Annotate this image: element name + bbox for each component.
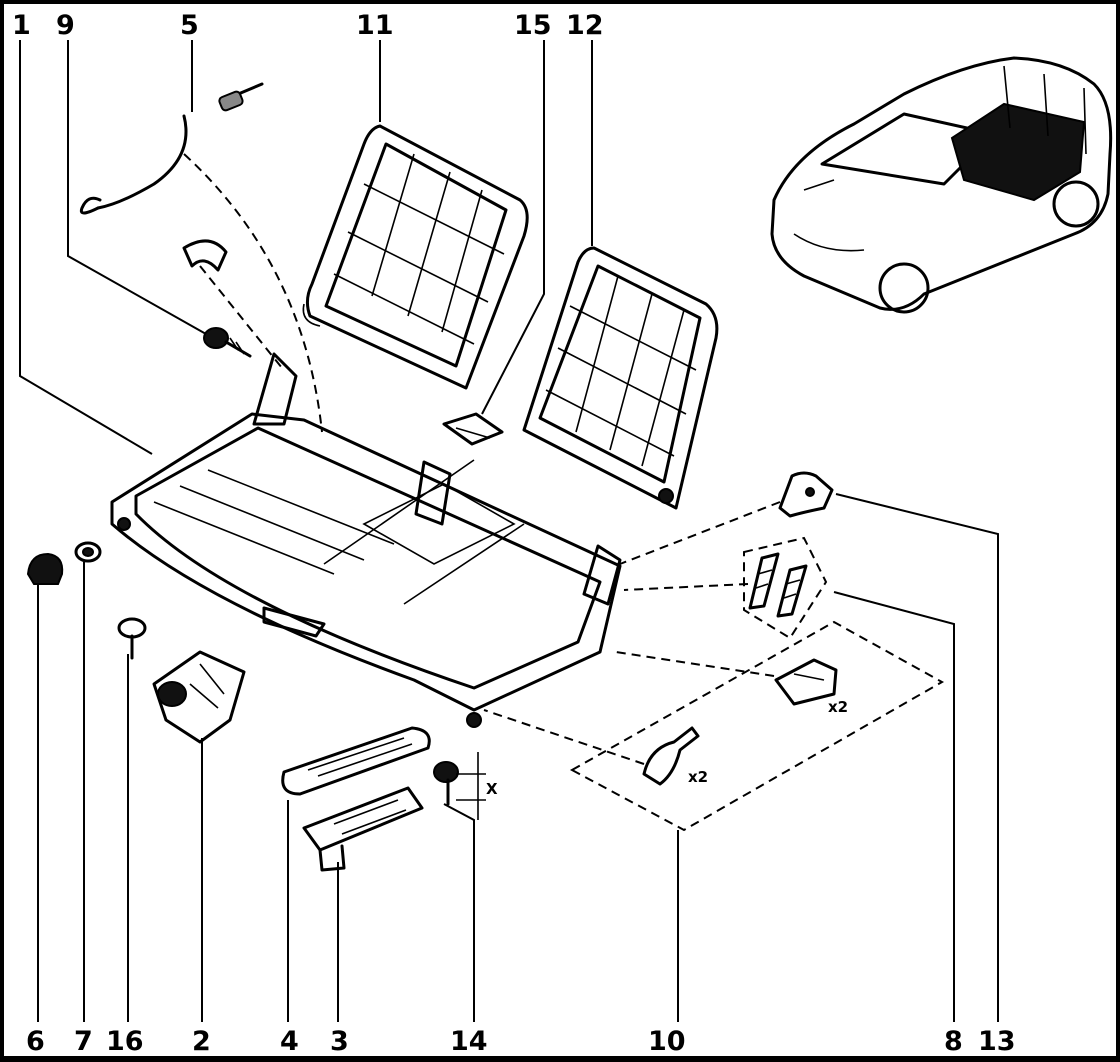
part-4-handle-cover <box>281 726 431 796</box>
callout-5: 5 <box>180 10 199 41</box>
diagram-svg: 1 9 5 11 15 12 6 7 16 2 4 3 14 10 8 13 <box>12 10 1113 1056</box>
dimension-x-label: X <box>486 780 498 798</box>
part-9-bolt <box>203 327 252 358</box>
assembly-lines <box>183 153 945 832</box>
callout-9: 9 <box>56 10 75 41</box>
callout-1: 1 <box>12 10 31 41</box>
part-7-washer <box>74 541 102 563</box>
clip-part <box>182 239 228 272</box>
part-5-cable <box>79 82 264 215</box>
callout-14: 14 <box>450 1026 488 1056</box>
callout-7: 7 <box>74 1026 93 1056</box>
callout-3: 3 <box>330 1026 349 1056</box>
callout-13: 13 <box>978 1026 1016 1056</box>
callout-4: 4 <box>280 1026 299 1056</box>
part-6-cap-nut <box>26 552 64 585</box>
part-1-seat-base <box>110 352 622 728</box>
callout-12: 12 <box>566 10 604 41</box>
part-16-screw <box>117 617 147 660</box>
part-15-bracket <box>442 412 504 446</box>
callout-15: 15 <box>514 10 552 41</box>
callout-2: 2 <box>192 1026 211 1056</box>
part-3-handle <box>302 786 424 872</box>
qty-clip-label: x2 <box>688 768 708 786</box>
part-8-springs <box>748 552 808 618</box>
callout-10: 10 <box>648 1026 686 1056</box>
part-11-seatback-frame <box>302 124 529 390</box>
callout-11: 11 <box>356 10 394 41</box>
callout-16: 16 <box>106 1026 144 1056</box>
part-10-hinge-kit: x2 x2 <box>642 658 848 786</box>
leader-lines-bottom <box>37 493 999 1022</box>
part-13-bracket <box>778 471 834 518</box>
callout-8: 8 <box>944 1026 963 1056</box>
callout-6: 6 <box>26 1026 45 1056</box>
part-12-seatback-frame <box>522 246 719 510</box>
leader-lines-top <box>19 40 593 455</box>
car-icon <box>770 56 1113 314</box>
part-2-latch <box>152 650 246 744</box>
qty-hinge-label: x2 <box>828 698 848 716</box>
part-14-screw: X <box>433 752 498 820</box>
